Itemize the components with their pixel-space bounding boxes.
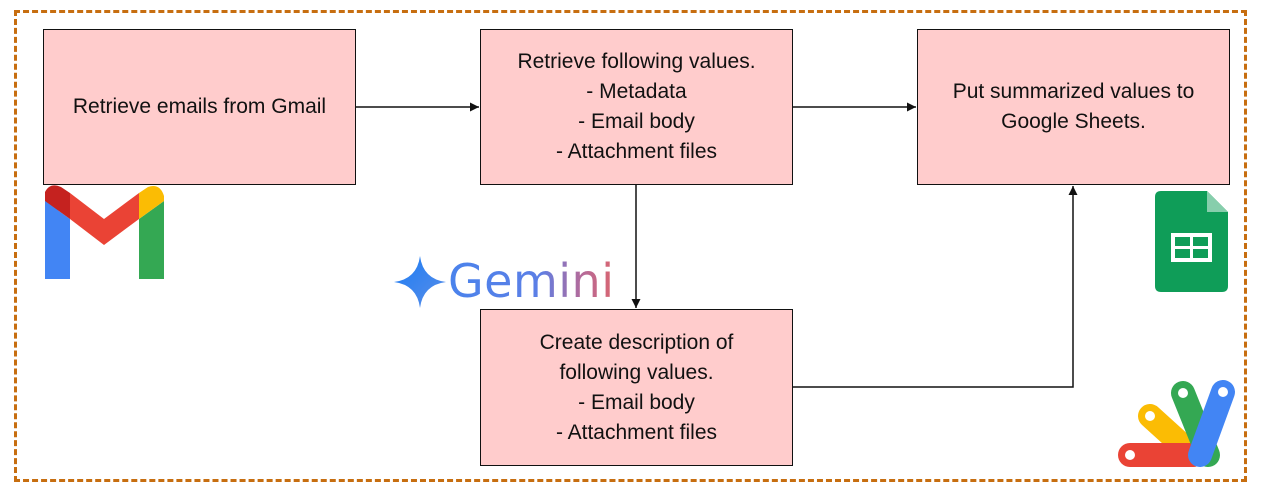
box-text-line: following values. <box>559 360 714 384</box>
gemini-logo-text: Gemini <box>448 254 615 308</box>
retrieve-values-box: Retrieve following values. - Metadata - … <box>480 29 793 185</box>
box-text-line: Create description of <box>539 330 734 354</box>
retrieve-emails-box: Retrieve emails from Gmail <box>43 29 356 185</box>
box-text-line: - Attachment files <box>555 140 718 163</box>
dashed-frame <box>14 10 1247 482</box>
box-text-line: - Email body <box>578 390 695 414</box>
create-description-box: Create description of following values. … <box>480 309 793 466</box>
box-text-line: Google Sheets. <box>1001 110 1146 133</box>
box-text-line: - Attachment files <box>555 420 718 444</box>
box-text-line: Put summarized values to <box>952 80 1195 103</box>
box-text-line: Retrieve emails from Gmail <box>72 95 327 118</box>
put-values-box: Put summarized values to Google Sheets. <box>917 29 1230 185</box>
box-text-line: - Metadata <box>586 80 687 103</box>
box-text-line: Retrieve following values. <box>517 50 756 73</box>
box-text-line: - Email body <box>578 110 695 133</box>
arrow-description-to-sheets <box>793 186 1078 388</box>
